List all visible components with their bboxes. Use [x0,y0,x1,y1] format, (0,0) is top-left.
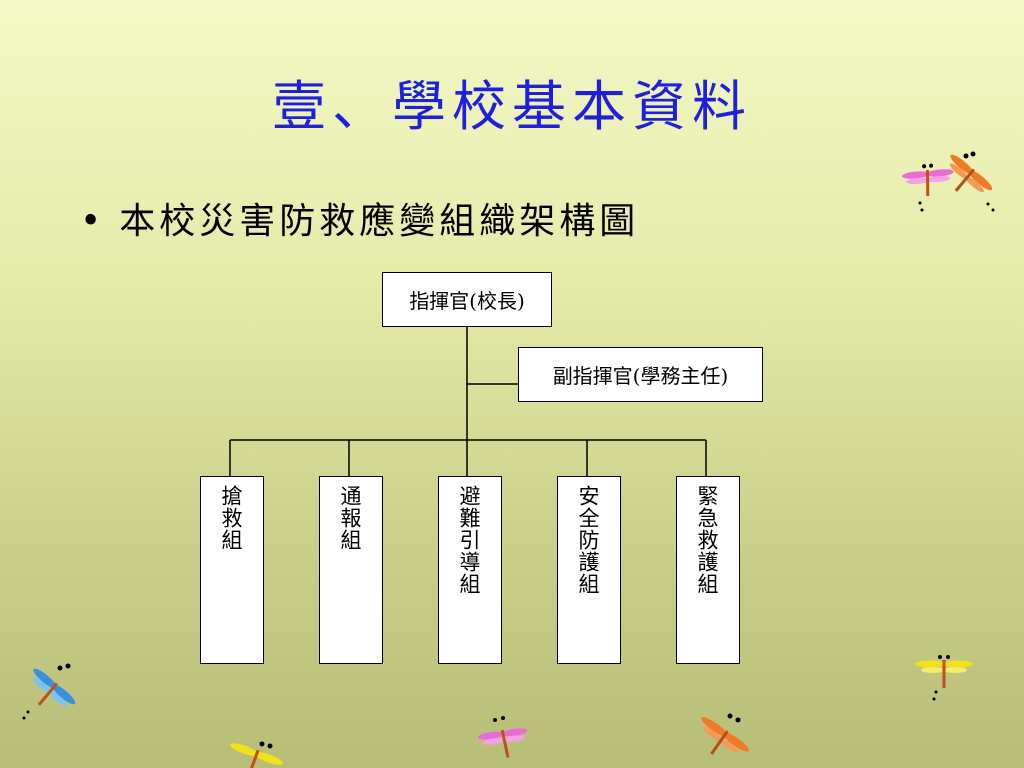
deputy-box: 副指揮官(學務主任) [518,347,763,402]
bullet-text: 本校災害防救應變組織架構圖 [119,201,640,242]
group-box-report: 通報組 [319,476,383,664]
bullet-item: • 本校災害防救應變組織架構圖 [80,192,639,244]
group-box-safety: 安全防護組 [557,476,621,664]
group-box-rescue: 搶救組 [200,476,264,664]
group-label: 安全防護組 [576,485,600,595]
group-box-evacuation: 避難引導組 [438,476,502,664]
group-label: 通報組 [338,485,362,551]
deputy-label: 副指揮官(學務主任) [552,364,729,388]
group-label: 緊急救護組 [695,485,719,595]
slide-title: 壹、學校基本資料 [272,75,752,138]
group-label: 避難引導組 [457,485,481,595]
group-label: 搶救組 [219,485,243,551]
dragonfly-icon [901,151,995,212]
dragonfly-icon [477,716,528,758]
commander-box: 指揮官(校長) [382,272,552,327]
bullet-dot: • [80,201,106,242]
commander-label: 指揮官(校長) [409,289,525,313]
dragonfly-icon [22,663,76,720]
dragonfly-icon [230,741,284,768]
dragonfly-icon [701,713,750,755]
group-box-medical: 緊急救護組 [676,476,740,664]
dragonfly-icon [915,655,973,701]
